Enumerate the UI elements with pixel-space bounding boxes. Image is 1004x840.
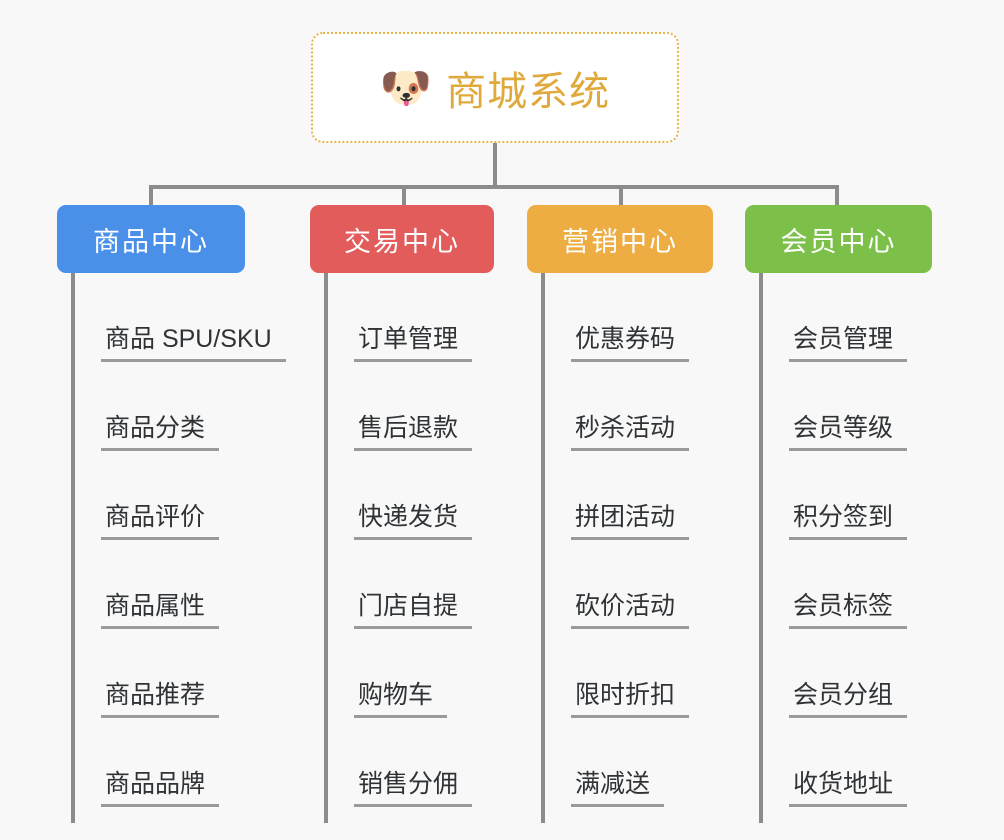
leaf-item-label: 会员分组	[789, 681, 908, 718]
leaf-item[interactable]: 限时折扣	[541, 629, 690, 718]
leaf-item[interactable]: 收货地址	[759, 718, 908, 807]
leaf-item-label: 商品评价	[101, 503, 220, 540]
leaf-item-label: 销售分佣	[354, 770, 473, 807]
leaf-item[interactable]: 会员标签	[759, 540, 908, 629]
leaf-item-label: 会员标签	[789, 592, 908, 629]
leaf-item[interactable]: 会员管理	[759, 273, 908, 362]
leaf-item-label: 积分签到	[789, 503, 908, 540]
connector-spine-member-center	[759, 273, 763, 823]
category-header-marketing-center[interactable]: 营销中心	[527, 205, 713, 273]
leaf-list-trade-center: 订单管理售后退款快递发货门店自提购物车销售分佣	[324, 273, 473, 807]
connector-horizontal-bus	[149, 185, 839, 189]
leaf-item[interactable]: 商品品牌	[71, 718, 286, 807]
leaf-item[interactable]: 商品推荐	[71, 629, 286, 718]
category-label: 交易中心	[344, 226, 460, 257]
leaf-item[interactable]: 积分签到	[759, 451, 908, 540]
leaf-item-label: 订单管理	[354, 325, 473, 362]
leaf-item[interactable]: 拼团活动	[541, 451, 690, 540]
category-column-product-center: 商品中心	[57, 205, 245, 273]
leaf-item[interactable]: 秒杀活动	[541, 362, 690, 451]
category-column-trade-center: 交易中心	[310, 205, 494, 273]
leaf-item-label: 收货地址	[789, 770, 908, 807]
leaf-item-label: 满减送	[571, 770, 665, 807]
leaf-item[interactable]: 订单管理	[324, 273, 473, 362]
connector-drop-0	[149, 185, 153, 207]
category-column-marketing-center: 营销中心	[527, 205, 713, 273]
leaf-item-label: 会员管理	[789, 325, 908, 362]
leaf-list-product-center: 商品 SPU/SKU 商品分类商品评价商品属性商品推荐商品品牌	[71, 273, 286, 807]
connector-drop-1	[402, 185, 406, 207]
leaf-item-label: 门店自提	[354, 592, 473, 629]
category-header-member-center[interactable]: 会员中心	[745, 205, 932, 273]
leaf-item[interactable]: 商品属性	[71, 540, 286, 629]
connector-drop-2	[619, 185, 623, 207]
connector-spine-product-center	[71, 273, 75, 823]
connector-root-stem	[493, 143, 497, 187]
leaf-item[interactable]: 销售分佣	[324, 718, 473, 807]
category-label: 会员中心	[780, 226, 897, 257]
leaf-item[interactable]: 优惠券码	[541, 273, 690, 362]
category-label: 营销中心	[562, 226, 678, 257]
leaf-item[interactable]: 商品评价	[71, 451, 286, 540]
leaf-item[interactable]: 砍价活动	[541, 540, 690, 629]
leaf-item-label: 拼团活动	[571, 503, 690, 540]
dog-face-icon: 🐶	[379, 63, 433, 111]
leaf-item[interactable]: 快递发货	[324, 451, 473, 540]
leaf-item-label: 优惠券码	[571, 325, 690, 362]
leaf-item-label: 购物车	[354, 681, 448, 718]
root-node[interactable]: 🐶 商城系统	[311, 32, 679, 143]
category-label: 商品中心	[93, 226, 209, 257]
leaf-item-label: 商品分类	[101, 414, 220, 451]
leaf-item[interactable]: 会员分组	[759, 629, 908, 718]
leaf-item-label: 快递发货	[354, 503, 473, 540]
leaf-item-label: 商品推荐	[101, 681, 220, 718]
leaf-item-label: 商品品牌	[101, 770, 220, 807]
leaf-item-label: 售后退款	[354, 414, 473, 451]
root-title: 商城系统	[446, 69, 611, 114]
leaf-item-label: 砍价活动	[571, 592, 690, 629]
connector-drop-3	[835, 185, 839, 207]
category-header-product-center[interactable]: 商品中心	[57, 205, 245, 273]
leaf-item[interactable]: 购物车	[324, 629, 472, 718]
leaf-item-label: 商品 SPU/SKU	[101, 325, 286, 362]
category-column-member-center: 会员中心	[745, 205, 932, 273]
connector-spine-trade-center	[324, 273, 328, 823]
leaf-item-label: 商品属性	[101, 592, 220, 629]
leaf-item[interactable]: 商品分类	[71, 362, 286, 451]
leaf-list-marketing-center: 优惠券码秒杀活动拼团活动砍价活动限时折扣满减送	[541, 273, 690, 807]
leaf-item-label: 会员等级	[789, 414, 908, 451]
leaf-item[interactable]: 会员等级	[759, 362, 908, 451]
category-header-trade-center[interactable]: 交易中心	[310, 205, 494, 273]
leaf-item[interactable]: 商品 SPU/SKU	[71, 273, 286, 362]
connector-spine-marketing-center	[541, 273, 545, 823]
leaf-item[interactable]: 门店自提	[324, 540, 473, 629]
leaf-item-label: 秒杀活动	[571, 414, 690, 451]
leaf-item[interactable]: 售后退款	[324, 362, 473, 451]
leaf-list-member-center: 会员管理会员等级积分签到会员标签会员分组收货地址	[759, 273, 908, 807]
leaf-item[interactable]: 满减送	[541, 718, 689, 807]
leaf-item-label: 限时折扣	[571, 681, 690, 718]
